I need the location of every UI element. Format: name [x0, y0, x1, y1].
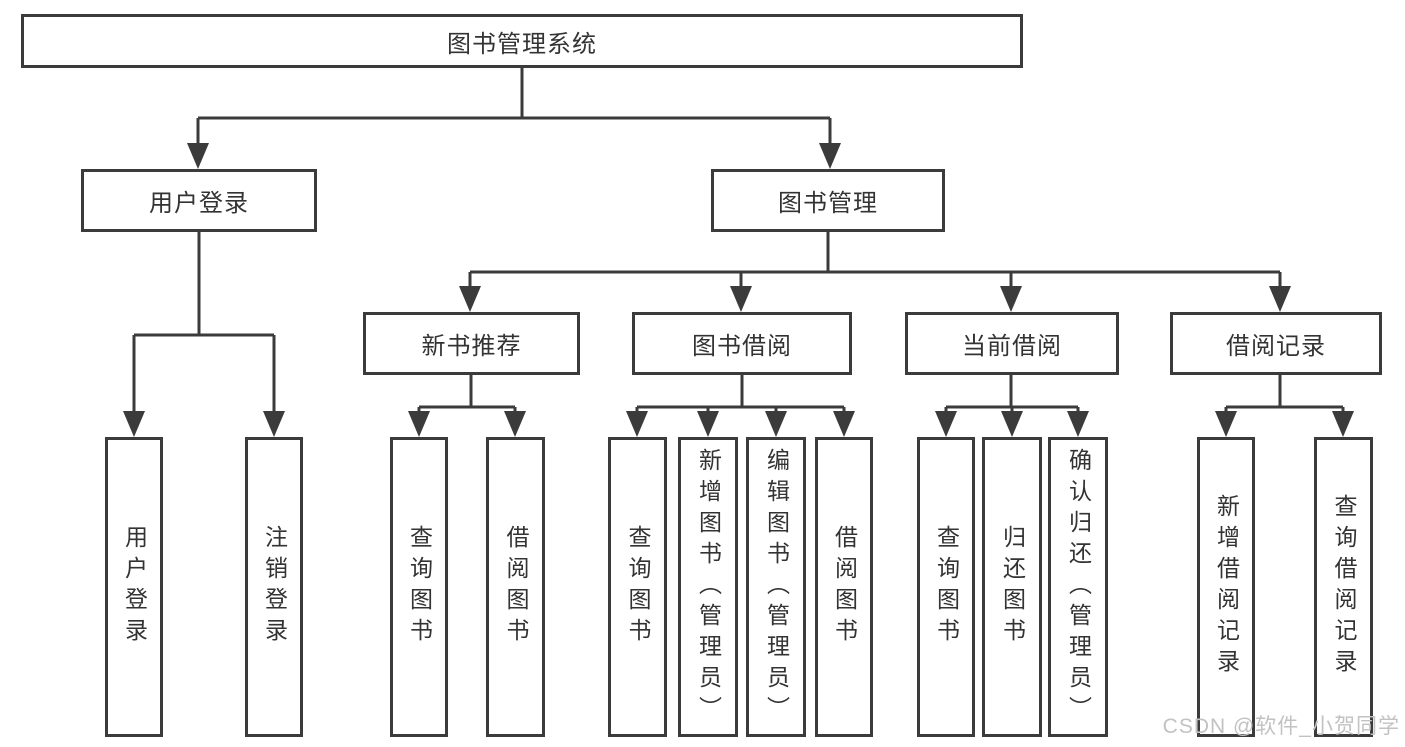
leaf-borrow-query-books: 查询图书 [608, 437, 667, 737]
leaf-records-query-record: 查询借阅记录 [1314, 437, 1373, 737]
node-label: 查询借阅记录 [1331, 494, 1357, 680]
leaf-current-confirm-return-admin: 确认归还（管理员） [1048, 437, 1108, 737]
node-label: 新书推荐 [421, 333, 522, 360]
node-label: 用户登录 [121, 525, 148, 649]
leaf-current-return-books: 归还图书 [982, 437, 1042, 737]
node-label: 归还图书 [999, 525, 1026, 649]
node-current-borrowing: 当前借阅 [905, 312, 1119, 375]
node-label: 注销登录 [261, 525, 288, 649]
node-label: 确认归还（管理员） [1065, 447, 1092, 727]
node-label: 查询图书 [933, 525, 960, 649]
node-book-borrowing: 图书借阅 [632, 312, 852, 375]
leaf-newbook-borrow-books: 借阅图书 [486, 437, 545, 737]
node-label: 图书借阅 [692, 333, 792, 360]
leaf-logout: 注销登录 [245, 437, 303, 737]
node-label: 用户登录 [149, 190, 249, 217]
node-label: 新增图书（管理员） [695, 447, 722, 727]
node-label: 查询图书 [625, 525, 651, 649]
node-label: 图书管理 [778, 190, 878, 217]
node-label: 借阅记录 [1226, 333, 1326, 360]
node-borrowing-records: 借阅记录 [1170, 312, 1382, 375]
leaf-user-login: 用户登录 [105, 437, 163, 737]
leaf-borrow-borrow-books: 借阅图书 [815, 437, 873, 737]
node-book-management: 图书管理 [711, 169, 945, 232]
watermark: CSDN @软件_小贺同学 [1162, 715, 1400, 738]
leaf-newbook-query-books: 查询图书 [390, 437, 448, 737]
node-label: 当前借阅 [962, 333, 1062, 360]
leaf-current-query-books: 查询图书 [917, 437, 975, 737]
leaf-records-add-record: 新增借阅记录 [1197, 437, 1255, 737]
node-library-system: 图书管理系统 [21, 14, 1023, 68]
node-label: 借阅图书 [503, 525, 529, 649]
node-label: 借阅图书 [831, 525, 858, 649]
leaf-borrow-edit-books-admin: 编辑图书（管理员） [746, 437, 806, 737]
node-new-book-recommend: 新书推荐 [363, 312, 580, 375]
node-label: 新增借阅记录 [1213, 494, 1240, 680]
node-label: 查询图书 [406, 525, 433, 649]
node-label: 编辑图书（管理员） [763, 447, 790, 727]
node-user-login: 用户登录 [81, 169, 317, 232]
leaf-borrow-add-books-admin: 新增图书（管理员） [678, 437, 738, 737]
node-label: 图书管理系统 [447, 30, 597, 58]
